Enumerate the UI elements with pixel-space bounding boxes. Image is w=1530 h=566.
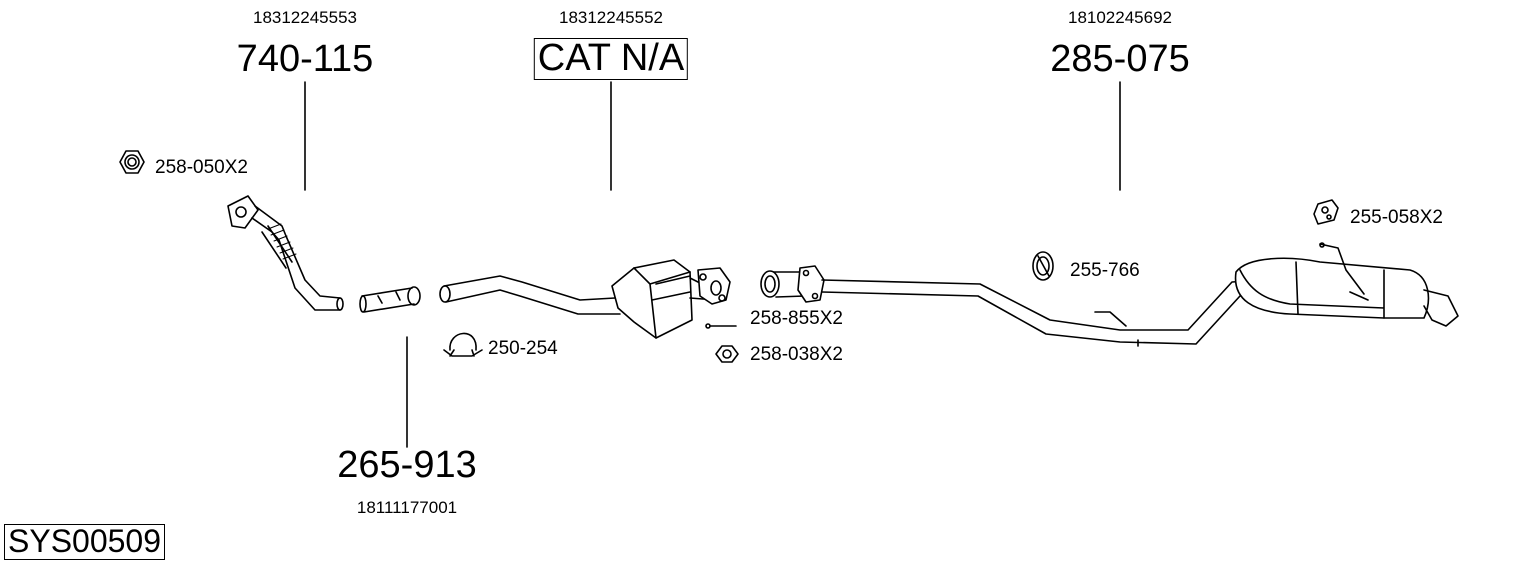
accessory-label-255-766[interactable]: 255-766 xyxy=(1070,260,1140,281)
accessory-label-250-254[interactable]: 250-254 xyxy=(488,338,558,359)
oem-number-cat: 18312245552 xyxy=(558,8,664,27)
clamp-icon xyxy=(443,332,483,357)
oem-number-740-115: 18312245553 xyxy=(252,8,358,27)
part-number-740-115[interactable]: 740-115 xyxy=(236,38,374,80)
rear-silencer-icon xyxy=(1234,242,1459,327)
oem-number-265-913: 18111177001 xyxy=(356,498,458,517)
bolt-icon xyxy=(705,323,737,329)
accessory-label-255-058[interactable]: 255-058X2 xyxy=(1350,207,1443,228)
part-number-265-913[interactable]: 265-913 xyxy=(337,444,477,486)
flange-nut-icon xyxy=(715,345,739,363)
connector-pipe-icon xyxy=(359,286,421,313)
part-number-285-075[interactable]: 285-075 xyxy=(1050,38,1190,80)
accessory-label-258-038[interactable]: 258-038X2 xyxy=(750,344,843,365)
catalytic-converter-icon xyxy=(611,259,731,339)
accessory-label-258-050[interactable]: 258-050X2 xyxy=(155,157,248,178)
part-number-cat[interactable]: CAT N/A xyxy=(533,38,689,80)
rubber-ring-icon xyxy=(1032,251,1054,281)
rubber-hanger-icon xyxy=(1313,199,1339,225)
hex-nut-icon xyxy=(119,150,145,174)
system-id: SYS00509 xyxy=(4,524,166,560)
front-pipe-icon xyxy=(227,195,344,311)
oem-number-285-075: 18102245692 xyxy=(1067,8,1173,27)
rear-pipe-icon xyxy=(760,265,1269,347)
mid-pipe-icon xyxy=(439,275,621,315)
accessory-label-258-855[interactable]: 258-855X2 xyxy=(750,308,843,329)
